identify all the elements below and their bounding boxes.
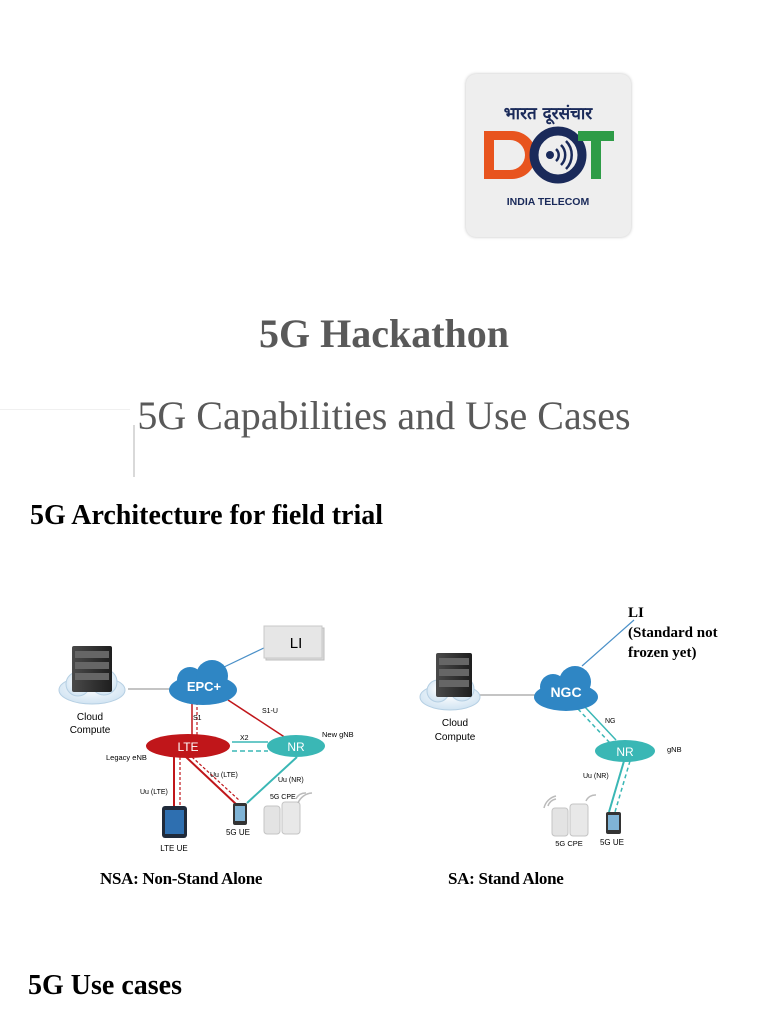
uu-lte-label-1: Uu (LTE) — [140, 789, 168, 796]
server-icon — [72, 646, 112, 692]
li-note-line-1: LI — [628, 605, 644, 621]
dot-logo: भारत दूरसंचार INDIA TELECOM — [466, 74, 631, 237]
s1-label: S1 — [193, 715, 202, 722]
nsa-caption: NSA: Non-Stand Alone — [100, 869, 263, 888]
logo-letter-o — [529, 126, 587, 184]
logo-hindi-text: भारत दूरसंचार — [504, 104, 594, 125]
logo-letter-d — [484, 131, 536, 179]
sa-cloud-label-2: Compute — [435, 732, 476, 743]
architecture-diagram: Cloud Compute EPC+ LI LTE NR S1 S1-U X2 … — [58, 619, 682, 853]
sa-uu-nr-label: Uu (NR) — [583, 773, 609, 780]
cloud-label-2: Compute — [70, 725, 111, 736]
nr-node — [267, 735, 325, 757]
sa-cloud-label-1: Cloud — [442, 718, 468, 729]
ng-label: NG — [605, 718, 616, 725]
ue-5g-label: 5G UE — [226, 828, 250, 837]
ng-link — [583, 705, 617, 741]
phone-icon — [233, 803, 247, 825]
sa-caption: SA: Stand Alone — [448, 869, 564, 888]
use-cases-heading: 5G Use cases — [28, 970, 182, 1001]
li-note-line-3: frozen yet) — [628, 645, 697, 661]
uu-nr-label: Uu (NR) — [278, 777, 304, 784]
ngc-li-link — [581, 619, 635, 667]
ngc-cloud — [534, 666, 598, 711]
li-note-line-2: (Standard not — [628, 625, 718, 641]
lte-label: LTE — [177, 740, 198, 754]
epc-li-link — [221, 645, 269, 669]
ngc-label: NGC — [550, 684, 581, 700]
li-note: LI (Standard not frozen yet) — [628, 603, 718, 663]
uu-nr-link — [246, 756, 298, 804]
li-label: LI — [290, 635, 303, 652]
cursor-bar — [133, 425, 135, 477]
ue-lte-label: LTE UE — [160, 844, 187, 853]
sa-ue-5g-label: 5G UE — [600, 838, 624, 847]
page-title: 5G Hackathon — [258, 311, 510, 356]
cpe-icon — [263, 792, 313, 835]
nr-label: NR — [287, 740, 305, 754]
x2-label: X2 — [240, 735, 249, 742]
divider — [0, 409, 130, 410]
sa-server-icon — [436, 653, 472, 697]
nsa-diagram: Cloud Compute EPC+ LI LTE NR S1 S1-U X2 … — [58, 625, 354, 853]
sa-phone-icon — [606, 812, 621, 834]
s1u-label: S1-U — [262, 708, 278, 715]
sa-nr-node — [595, 740, 655, 762]
sa-nr-label: NR — [616, 745, 634, 759]
uu-lte-link-2 — [185, 756, 238, 806]
architecture-heading: 5G Architecture for field trial — [30, 500, 384, 531]
uu-lte-label-2: Uu (LTE) — [210, 772, 238, 779]
s1u-link — [227, 699, 287, 739]
gnb-label: gNB — [667, 745, 682, 754]
cloud-label-1: Cloud — [77, 712, 103, 723]
tablet-icon — [162, 806, 187, 838]
legacy-enb-label: Legacy eNB — [106, 753, 147, 762]
sa-cpe-icon — [543, 794, 597, 837]
sa-diagram: Cloud Compute NGC NR NG gNB Uu (NR) 5G C… — [419, 619, 682, 848]
new-gnb-label: New gNB — [322, 730, 354, 739]
sa-uu-nr-link — [608, 760, 625, 813]
sa-cpe-label: 5G CPE — [555, 839, 583, 848]
cpe-label: 5G CPE — [270, 794, 296, 801]
epc-label: EPC+ — [187, 679, 222, 694]
lte-node — [146, 734, 230, 758]
logo-tagline: INDIA TELECOM — [507, 196, 590, 208]
epc-cloud — [169, 660, 237, 705]
page-subtitle: 5G Capabilities and Use Cases — [137, 393, 631, 438]
